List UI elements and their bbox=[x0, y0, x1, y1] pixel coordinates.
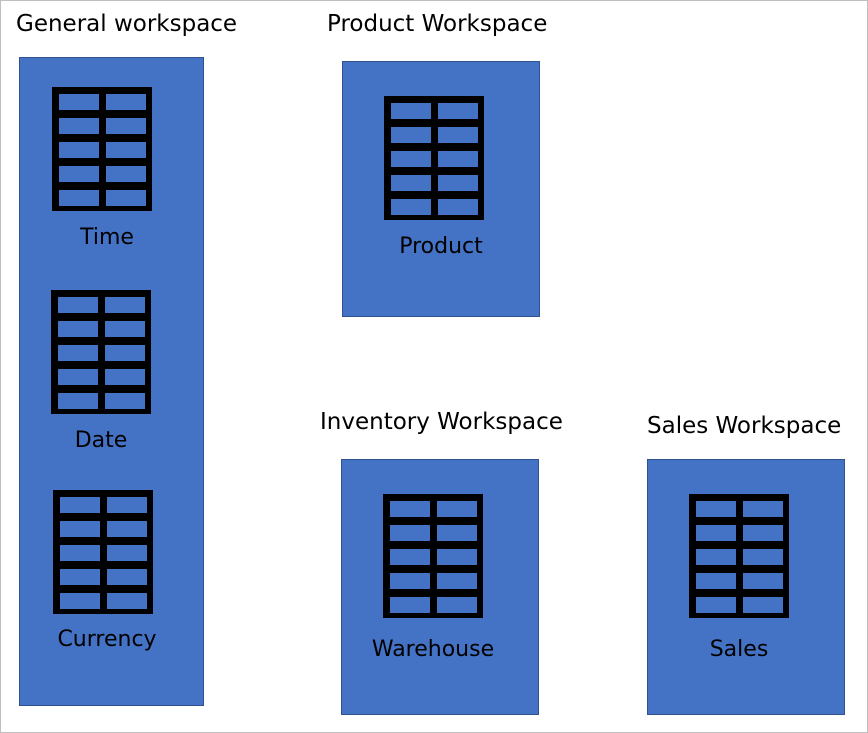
table-label-time: Time bbox=[80, 225, 134, 250]
table-label-sales: Sales bbox=[709, 637, 769, 662]
general-workspace-title: General workspace bbox=[16, 11, 238, 37]
table-icon bbox=[383, 494, 483, 618]
table-label-currency: Currency bbox=[57, 627, 157, 652]
product-workspace-title: Product Workspace bbox=[327, 11, 548, 37]
table-label-date: Date bbox=[74, 428, 128, 453]
inventory-workspace-title: Inventory Workspace bbox=[320, 409, 563, 435]
table-icon bbox=[384, 96, 484, 220]
table-icon bbox=[51, 290, 151, 414]
table-label-product: Product bbox=[399, 234, 483, 259]
table-label-warehouse: Warehouse bbox=[371, 637, 495, 662]
table-icon bbox=[53, 490, 153, 614]
table-icon bbox=[52, 87, 152, 211]
sales-workspace-title: Sales Workspace bbox=[647, 413, 842, 439]
table-icon bbox=[689, 494, 789, 618]
